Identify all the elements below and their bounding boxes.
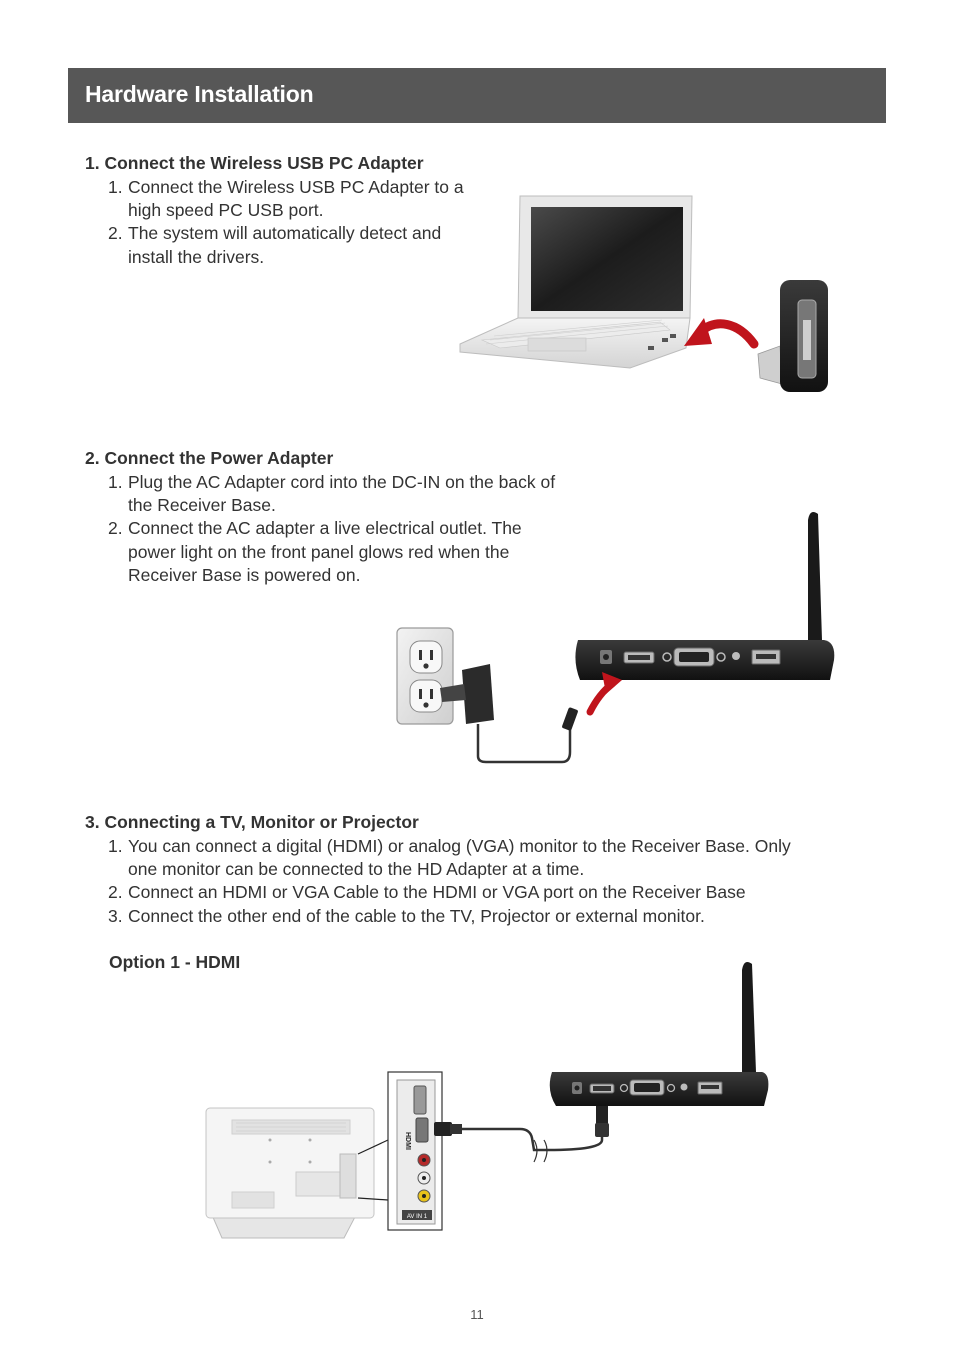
page-number: 11 <box>470 1307 484 1322</box>
list-item: 1.Connect the Wireless USB PC Adapter to… <box>108 177 464 221</box>
option-1-label: Option 1 - HDMI <box>109 952 241 972</box>
laptop-illustration <box>459 195 693 369</box>
section-1-heading: 1. Connect the Wireless USB PC Adapter <box>85 153 424 173</box>
section-3-steps: 1.You can connect a digital (HDMI) or an… <box>108 835 808 928</box>
list-item: 2.Connect an HDMI or VGA Cable to the HD… <box>108 882 746 903</box>
usb-adapter-illustration <box>757 280 828 392</box>
list-item: 1.Plug the AC Adapter cord into the DC-I… <box>108 472 556 516</box>
av-in-label: AV IN 1 <box>407 1214 428 1220</box>
list-item: 2.The system will automatically detect a… <box>108 223 442 267</box>
section-2-steps: 1.Plug the AC Adapter cord into the DC-I… <box>108 471 558 587</box>
laptop-screen <box>531 207 683 311</box>
page-title: Hardware Installation <box>85 81 314 107</box>
section-3-heading: 3. Connecting a TV, Monitor or Projector <box>85 812 419 832</box>
section-2-heading: 2. Connect the Power Adapter <box>85 448 334 468</box>
list-item: 2.Connect the AC adapter a live electric… <box>108 518 522 585</box>
list-item: 1.You can connect a digital (HDMI) or an… <box>108 836 791 880</box>
tv-back-illustration <box>205 1107 389 1239</box>
tv-port-panel: HDMI AV IN 1 <box>387 1071 443 1231</box>
section-1-steps: 1.Connect the Wireless USB PC Adapter to… <box>108 176 488 269</box>
hdmi-port-label: HDMI <box>404 1132 411 1150</box>
power-adapter-illustration <box>440 664 578 764</box>
touchpad <box>527 337 587 352</box>
section-header-bar: Hardware Installation <box>68 68 886 123</box>
wall-outlet-illustration <box>396 627 454 725</box>
list-item: 3.Connect the other end of the cable to … <box>108 905 705 926</box>
hdmi-cable-illustration <box>434 1104 609 1163</box>
receiver-base-illustration <box>575 512 835 680</box>
receiver-base-illustration-2 <box>549 962 769 1106</box>
